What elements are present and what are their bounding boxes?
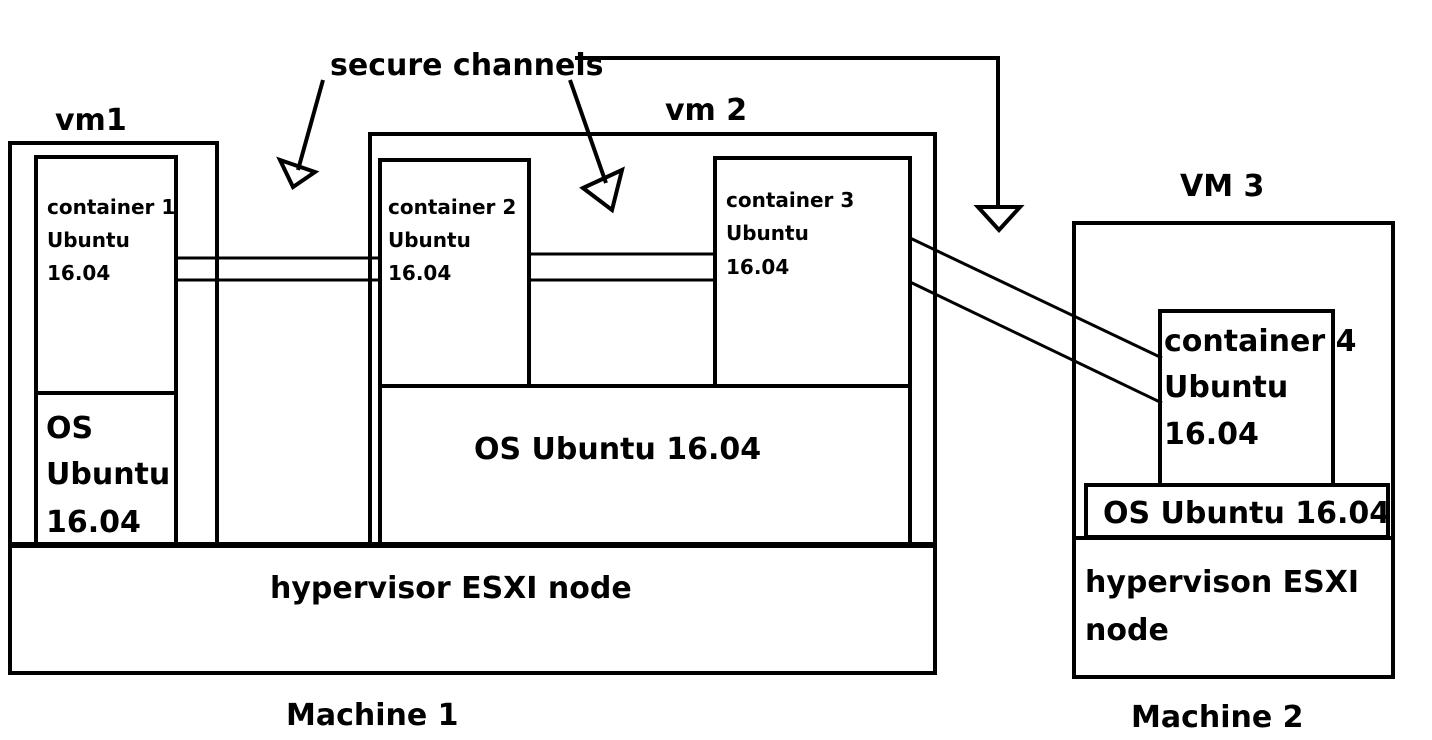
machine1-box [8,543,937,675]
os-vm1-line3: 16.04 [46,505,141,540]
container3-os: Ubuntu [726,221,809,245]
os-vm1-line2: Ubuntu [46,457,170,492]
os-vm2-box [378,384,912,547]
vm1-label: vm1 [55,103,127,138]
container3-version: 16.04 [726,255,789,279]
vm3-box [1072,221,1395,679]
container1-label: container 1 Ubuntu 16.04 [47,195,182,285]
container3-label: container 3 Ubuntu 16.04 [726,188,861,279]
os-vm3-box [1084,483,1390,539]
os-vm2-label: OS Ubuntu 16.04 [474,432,761,467]
secure-channels-label: secure channels [330,48,604,83]
container2-version: 16.04 [388,261,451,285]
container1-name: container 1 [47,195,175,219]
arrow-line-right [575,56,1000,207]
arrow-line-left [296,79,325,171]
vm3-label: VM 3 [1180,169,1264,204]
machine2-label: Machine 2 [1131,700,1304,735]
os-vm1-box [34,391,178,547]
os-vm1-label: OS Ubuntu 16.04 [46,411,181,540]
container4-version: 16.04 [1164,417,1259,452]
container2-label: container 2 Ubuntu 16.04 [388,195,523,285]
channel-c2-c3 [527,252,717,282]
container1-version: 16.04 [47,261,110,285]
os-vm3-label: OS Ubuntu 16.04 [1103,496,1390,531]
os-vm1-line1: OS [46,411,93,446]
arrow-head-left [276,156,320,190]
channel-c3-c4-lower [909,280,1163,405]
channel-c1-c2 [174,256,382,282]
hypervisor-machine2-line1: hypervison ESXI [1085,565,1359,600]
hypervisor-machine1-label: hypervisor ESXI node [270,571,632,606]
arrow-line-middle [568,79,608,184]
channel-c3-c4-upper [909,236,1163,360]
hypervisor-machine2-line2: node [1085,613,1169,648]
container2-name: container 2 [388,195,516,219]
container1-os: Ubuntu [47,228,130,252]
container2-os: Ubuntu [388,228,471,252]
machine1-label: Machine 1 [286,698,459,733]
container4-label: container 4 Ubuntu 16.04 [1164,324,1367,452]
vm2-label: vm 2 [665,93,747,128]
container3-name: container 3 [726,188,854,212]
arrow-head-middle [579,166,625,214]
container4-name: container 4 [1164,324,1356,359]
arrow-head-right [973,205,1025,233]
container4-os: Ubuntu [1164,370,1288,405]
hypervisor-machine2-label: hypervison ESXI node [1085,565,1369,648]
